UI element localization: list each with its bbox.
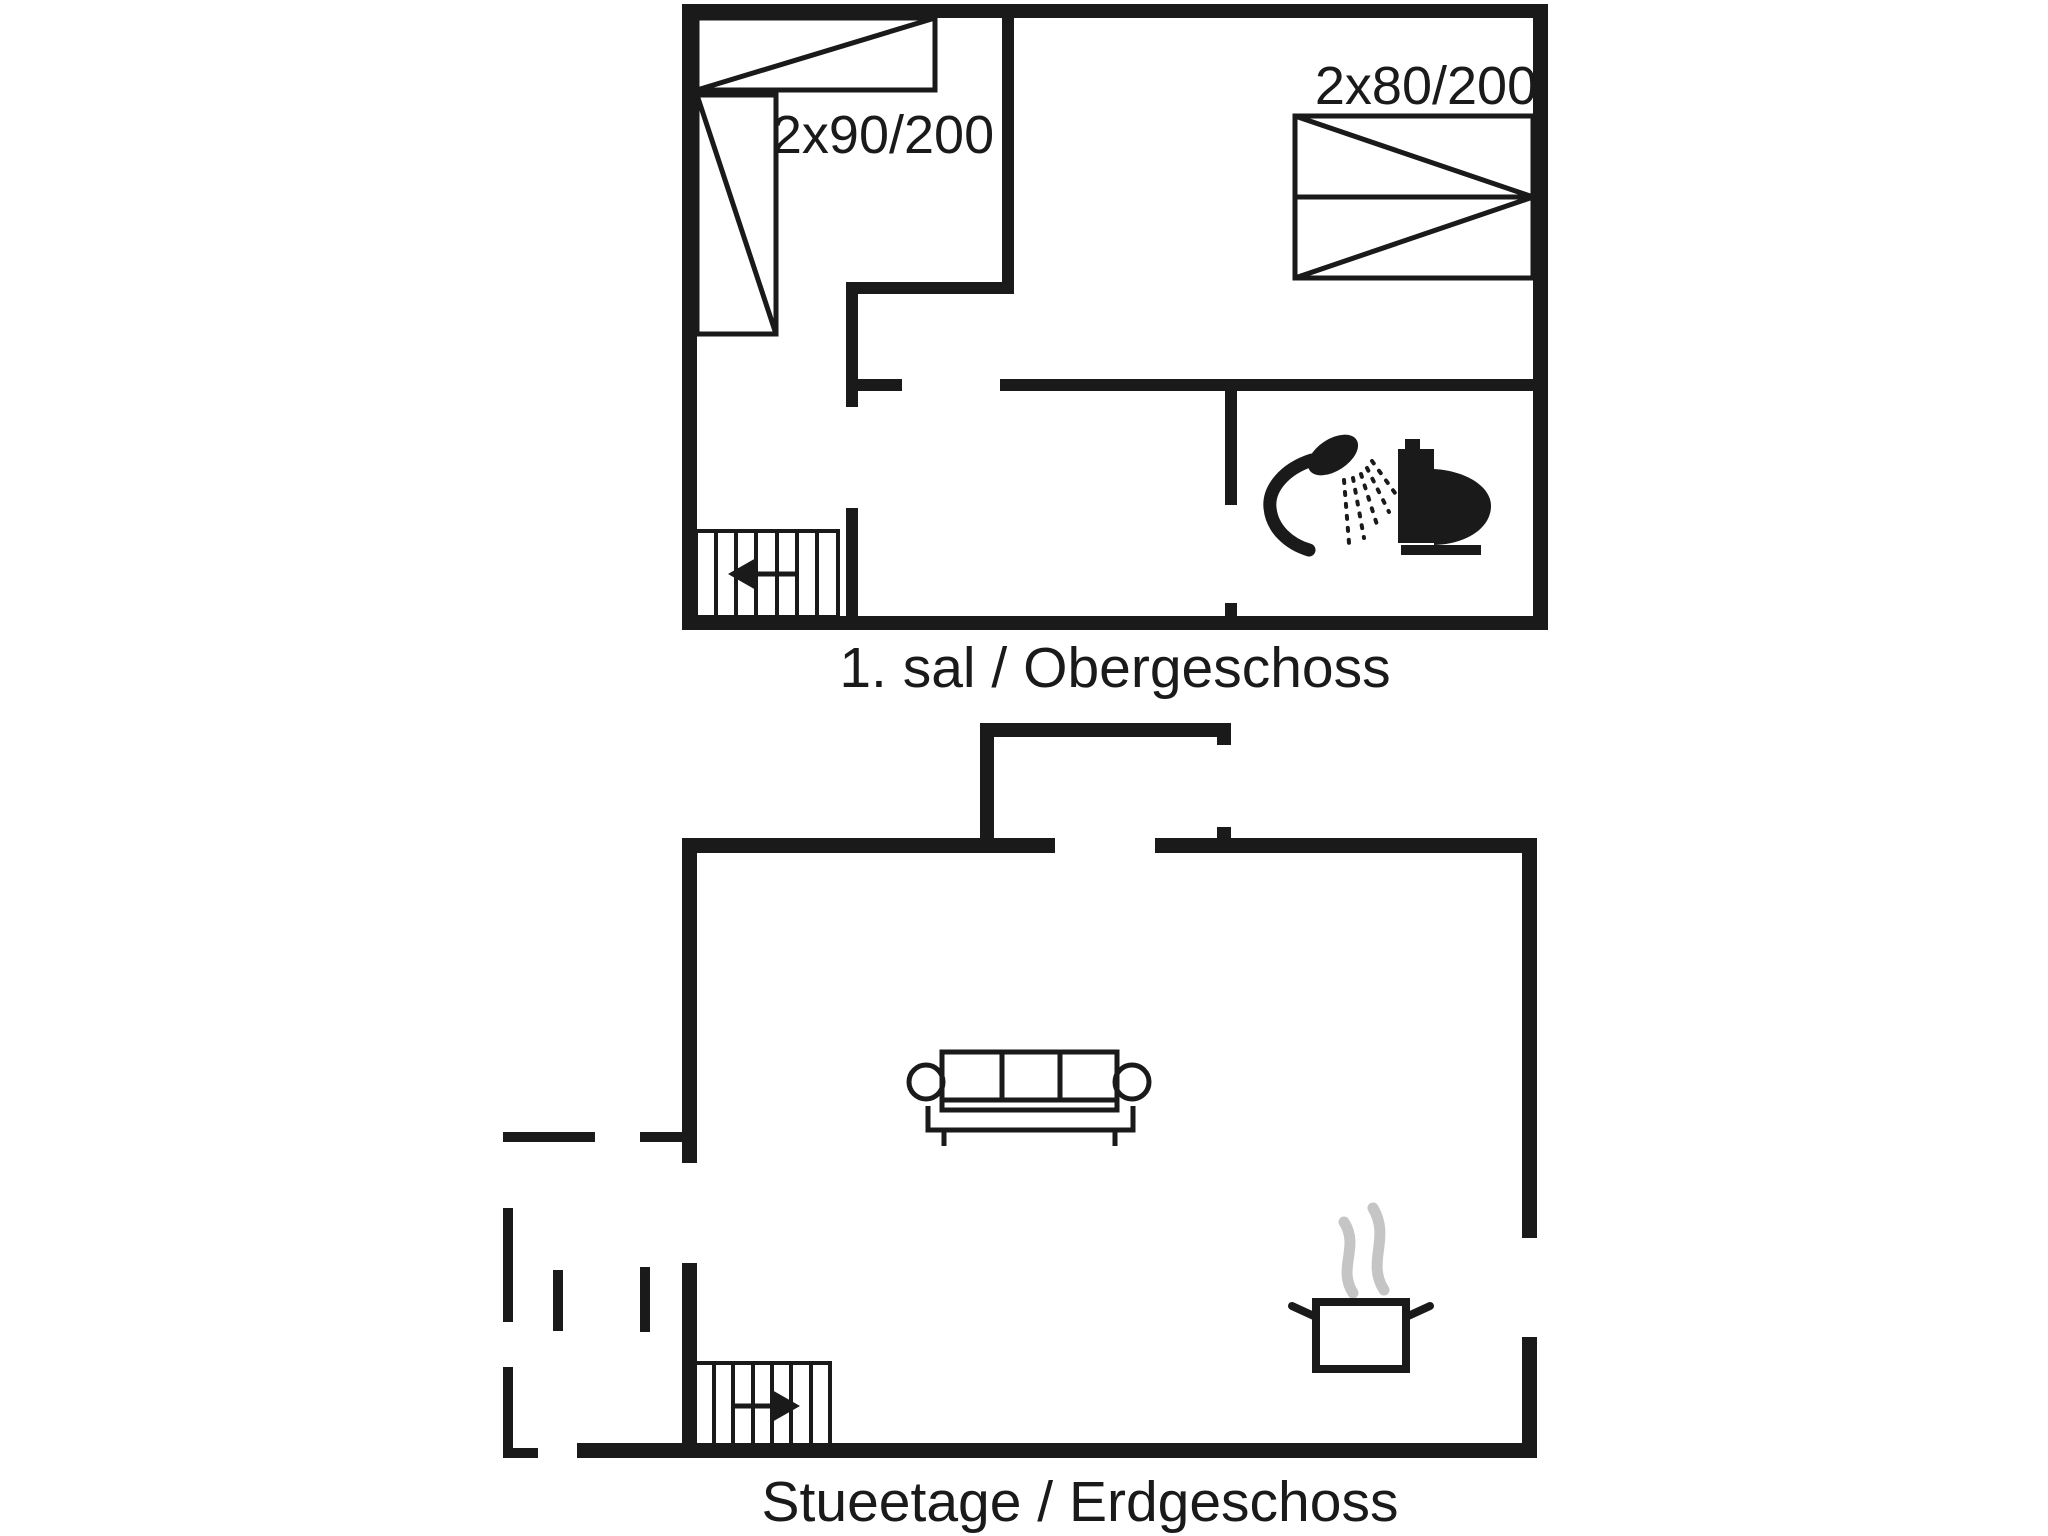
bed-size-label-right: 2x80/200 [1314,56,1538,116]
sofa-icon [906,1049,1152,1146]
shower-icon [1263,434,1397,557]
entrance-porch-walls [980,723,1231,852]
upper-outer-walls [682,4,1548,630]
cooking-pot-icon [1288,1202,1434,1373]
ground-staircase [693,1361,832,1455]
ground-floor-caption: Stueetage / Erdgeschoss [761,1470,1399,1534]
upper-interior-walls [846,18,1533,616]
upper-staircase [694,529,840,619]
upper-bed-symbols [694,15,1536,337]
carport-dashed-outline [503,1132,683,1458]
ground-outer-walls [577,838,1537,1458]
bed-size-label-left: 2x90/200 [771,105,995,165]
upper-floor-caption: 1. sal / Obergeschoss [839,636,1391,700]
toilet-icon [1398,439,1491,555]
